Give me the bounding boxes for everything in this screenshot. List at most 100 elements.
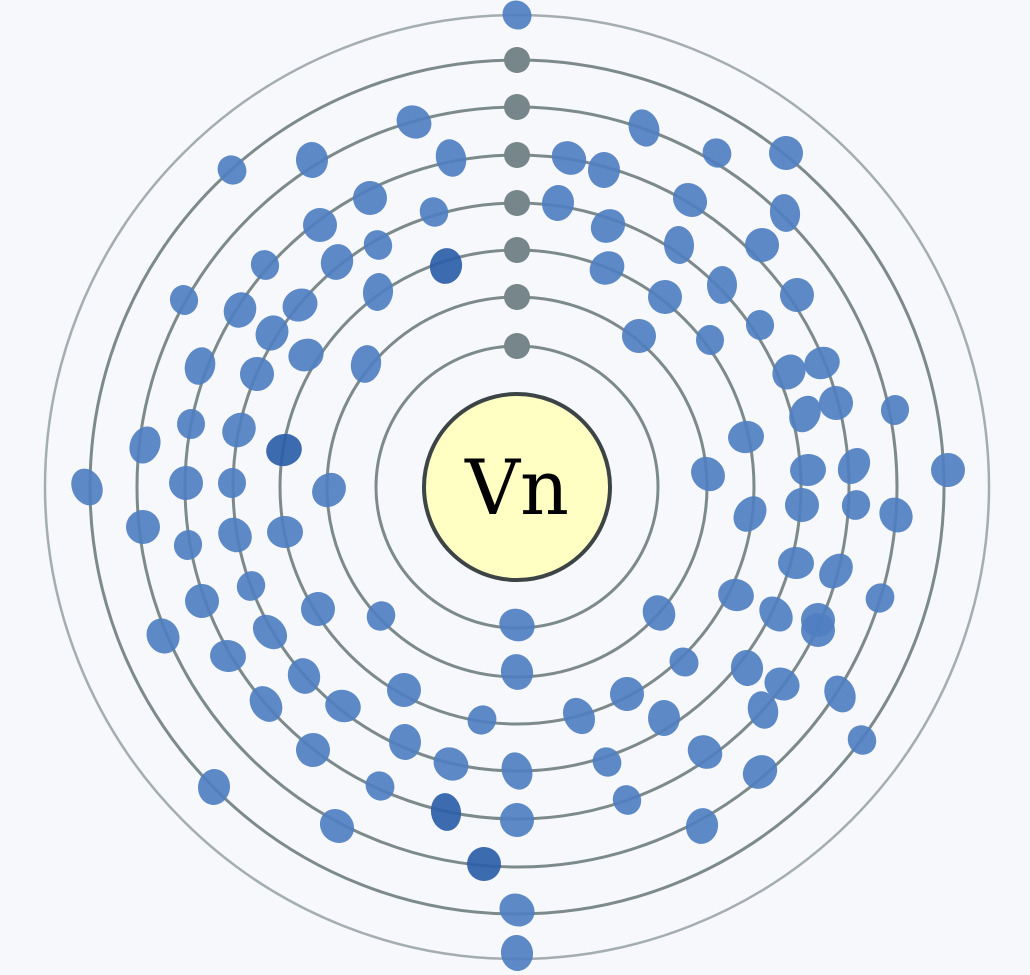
- electron: [217, 468, 247, 498]
- electron: [301, 592, 335, 626]
- electron: [429, 248, 463, 284]
- electron: [362, 273, 394, 311]
- electron: [295, 142, 329, 178]
- electron: [685, 808, 719, 844]
- electron: [642, 595, 676, 631]
- electron: [363, 230, 393, 260]
- electron: [847, 725, 877, 755]
- electron: [590, 209, 626, 243]
- electron-grey: [504, 237, 530, 263]
- electron: [778, 546, 814, 580]
- electron: [628, 109, 660, 147]
- electron: [467, 847, 501, 881]
- electron: [648, 280, 682, 314]
- electron: [217, 155, 247, 185]
- electron: [501, 752, 533, 790]
- electron: [388, 724, 422, 760]
- electron: [287, 658, 321, 694]
- electron: [669, 647, 699, 677]
- electron: [841, 490, 871, 520]
- electrons: [71, 0, 965, 971]
- nucleus: [422, 392, 612, 582]
- electron: [266, 433, 302, 467]
- electron: [819, 553, 853, 589]
- electron: [249, 686, 283, 722]
- electron-grey: [504, 94, 530, 120]
- electron: [747, 691, 779, 729]
- electron: [71, 468, 103, 506]
- electron: [772, 354, 806, 390]
- electron: [742, 755, 778, 789]
- electron: [502, 0, 532, 30]
- electron: [824, 675, 856, 713]
- electron: [252, 614, 288, 650]
- electron: [551, 141, 587, 175]
- electron: [499, 608, 535, 642]
- electron: [129, 426, 161, 464]
- electron: [759, 596, 793, 632]
- electron: [718, 578, 754, 612]
- electron: [622, 319, 656, 353]
- electron: [612, 785, 642, 815]
- electron: [687, 735, 723, 769]
- electron: [303, 208, 337, 242]
- electron: [702, 138, 732, 168]
- electron: [801, 613, 835, 647]
- electron: [562, 697, 596, 735]
- electron: [126, 510, 160, 544]
- electron: [222, 412, 256, 448]
- electron: [769, 194, 801, 232]
- electron: [541, 185, 575, 221]
- electron: [589, 251, 625, 285]
- electron: [672, 183, 708, 217]
- electron: [728, 420, 764, 454]
- electron: [804, 346, 840, 380]
- electron: [218, 517, 252, 553]
- electron: [500, 935, 534, 971]
- electron: [785, 488, 819, 522]
- electron: [592, 747, 622, 777]
- electron: [733, 496, 767, 532]
- electron: [282, 288, 318, 322]
- electron: [789, 395, 821, 433]
- electron: [350, 345, 382, 383]
- electron: [177, 409, 205, 439]
- electron: [500, 803, 534, 837]
- electron: [320, 244, 354, 280]
- electron: [745, 310, 775, 340]
- electron-grey: [504, 333, 530, 359]
- electron: [387, 673, 421, 707]
- electron: [250, 250, 280, 280]
- electron: [880, 395, 910, 425]
- electron: [185, 584, 219, 618]
- electron: [184, 347, 216, 385]
- electron: [467, 705, 497, 735]
- electron: [319, 809, 355, 843]
- electron: [210, 639, 246, 673]
- electron: [365, 771, 395, 801]
- electron: [837, 447, 871, 485]
- electron: [587, 152, 621, 188]
- electron: [353, 181, 387, 215]
- electron: [325, 689, 361, 723]
- electron: [691, 456, 725, 492]
- electron: [780, 278, 814, 312]
- electron: [169, 466, 203, 500]
- electron: [419, 197, 449, 227]
- electron: [240, 357, 274, 391]
- electron: [790, 453, 826, 487]
- electron: [819, 386, 853, 420]
- electron: [435, 139, 467, 177]
- electron: [433, 747, 469, 781]
- electron: [879, 497, 913, 533]
- electron: [236, 571, 266, 601]
- electron: [931, 453, 965, 487]
- electron: [647, 700, 681, 736]
- electron: [610, 677, 644, 711]
- electron: [730, 650, 764, 686]
- electron-grey: [504, 284, 530, 310]
- electron-grey: [504, 47, 530, 73]
- electron: [695, 325, 725, 355]
- electron: [255, 315, 289, 351]
